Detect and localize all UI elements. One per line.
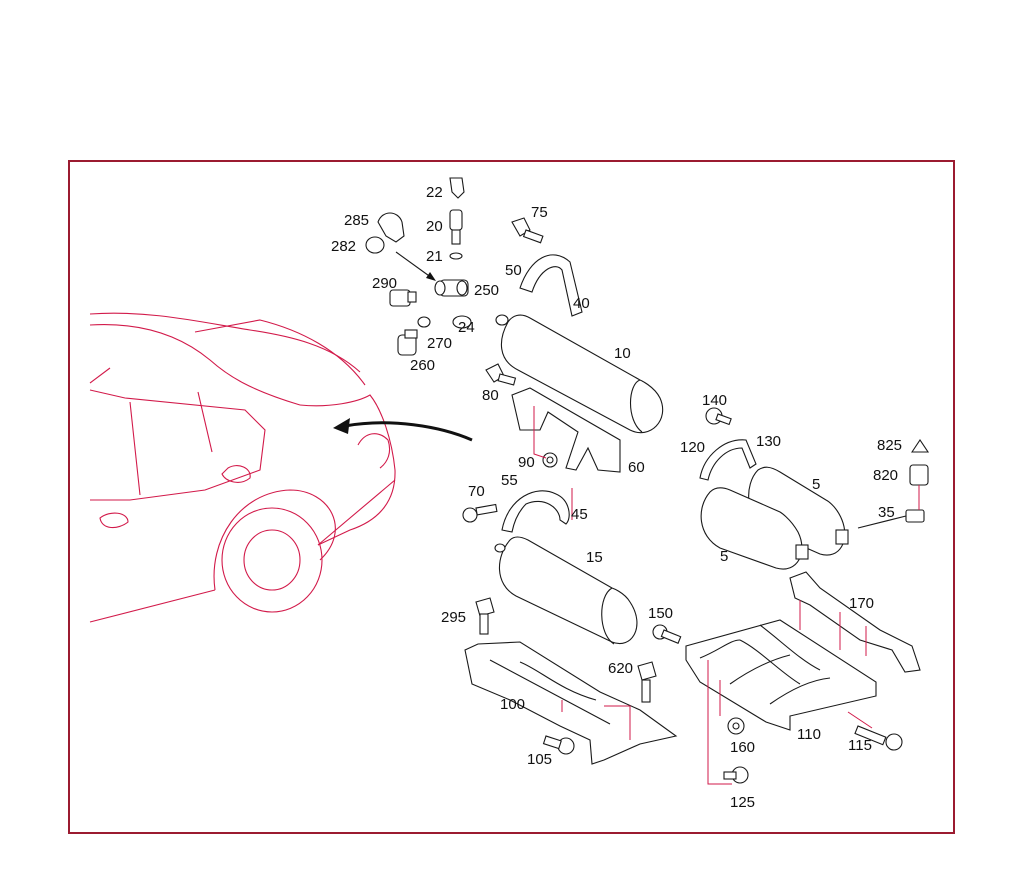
- part-labels: 22 20 21 285 282 250 24 290 270 260 75 5…: [331, 184, 902, 811]
- part-50-40-strap[interactable]: [519, 254, 583, 317]
- label-160: 160: [730, 739, 755, 756]
- label-130: 130: [756, 433, 781, 450]
- part-120-130-strap[interactable]: [699, 439, 757, 481]
- vehicle-outline: [89, 312, 396, 623]
- label-115: 115: [848, 737, 872, 754]
- label-75: 75: [531, 204, 548, 221]
- label-825: 825: [877, 437, 902, 454]
- part-140-bolt[interactable]: [705, 407, 732, 426]
- part-90-nut[interactable]: [542, 452, 558, 468]
- label-60: 60: [628, 459, 645, 476]
- label-110: 110: [797, 726, 821, 743]
- label-170: 170: [849, 595, 874, 612]
- part-75-bolt[interactable]: [511, 217, 544, 244]
- label-40: 40: [573, 295, 590, 312]
- label-80: 80: [482, 387, 499, 404]
- part-260-fitting[interactable]: [397, 329, 418, 356]
- label-295: 295: [441, 609, 466, 626]
- part-282-plug[interactable]: [365, 236, 385, 254]
- label-620: 620: [608, 660, 633, 677]
- part-70-bolt[interactable]: [462, 503, 498, 523]
- label-250: 250: [474, 282, 499, 299]
- part-160-nut[interactable]: [727, 717, 745, 735]
- part-5-tank-lower[interactable]: [700, 487, 809, 570]
- label-15: 15: [586, 549, 603, 566]
- label-35: 35: [878, 504, 895, 521]
- label-125: 125: [730, 794, 755, 811]
- part-100-frame[interactable]: [464, 641, 678, 765]
- part-105-bolt[interactable]: [542, 735, 575, 755]
- label-270: 270: [427, 335, 452, 352]
- label-45: 45: [571, 506, 588, 523]
- part-22-cap[interactable]: [449, 177, 465, 199]
- part-35-sensor[interactable]: [857, 485, 925, 529]
- label-90: 90: [518, 454, 535, 471]
- label-285: 285: [344, 212, 369, 229]
- label-5-upper: 5: [812, 476, 820, 493]
- part-21-seal[interactable]: [449, 252, 463, 260]
- part-290-plug[interactable]: [389, 289, 417, 307]
- part-110-cradle[interactable]: [685, 619, 877, 731]
- label-260: 260: [410, 357, 435, 374]
- part-60-bracket[interactable]: [511, 387, 621, 473]
- part-170-bracket[interactable]: [789, 571, 921, 673]
- label-150: 150: [648, 605, 673, 622]
- leader-lines: [533, 406, 873, 785]
- part-115-bolt[interactable]: [854, 725, 903, 751]
- part-24-oring[interactable]: [452, 315, 472, 329]
- part-15-tank[interactable]: [494, 536, 638, 645]
- part-820-plug[interactable]: [909, 464, 929, 486]
- part-285-clamp[interactable]: [377, 212, 405, 243]
- part-270-washer[interactable]: [417, 316, 431, 328]
- diagram-frame: [68, 160, 955, 834]
- label-105: 105: [527, 751, 552, 768]
- part-55-45-strap[interactable]: [501, 490, 570, 533]
- label-290: 290: [372, 275, 397, 292]
- part-825-connector[interactable]: [910, 439, 930, 453]
- location-arrow: [333, 418, 473, 442]
- part-20-valve[interactable]: [449, 209, 463, 245]
- part-250-tee[interactable]: [395, 251, 469, 297]
- part-10-tank[interactable]: [495, 314, 664, 434]
- label-20: 20: [426, 218, 443, 235]
- label-70: 70: [468, 483, 485, 500]
- label-820: 820: [873, 467, 898, 484]
- part-80-bolt[interactable]: [485, 363, 517, 386]
- label-22: 22: [426, 184, 443, 201]
- label-21: 21: [426, 248, 443, 265]
- part-620-bolt[interactable]: [637, 661, 657, 703]
- label-24: 24: [458, 319, 475, 336]
- label-282: 282: [331, 238, 356, 255]
- part-150-bolt[interactable]: [652, 624, 682, 644]
- label-120: 120: [680, 439, 705, 456]
- label-140: 140: [702, 392, 727, 409]
- label-5-lower: 5: [720, 548, 728, 565]
- label-100: 100: [500, 696, 525, 713]
- part-295-bolt[interactable]: [475, 597, 495, 635]
- label-55: 55: [501, 472, 518, 489]
- part-125-bolt[interactable]: [723, 766, 749, 784]
- label-50: 50: [505, 262, 522, 279]
- label-10: 10: [614, 345, 631, 362]
